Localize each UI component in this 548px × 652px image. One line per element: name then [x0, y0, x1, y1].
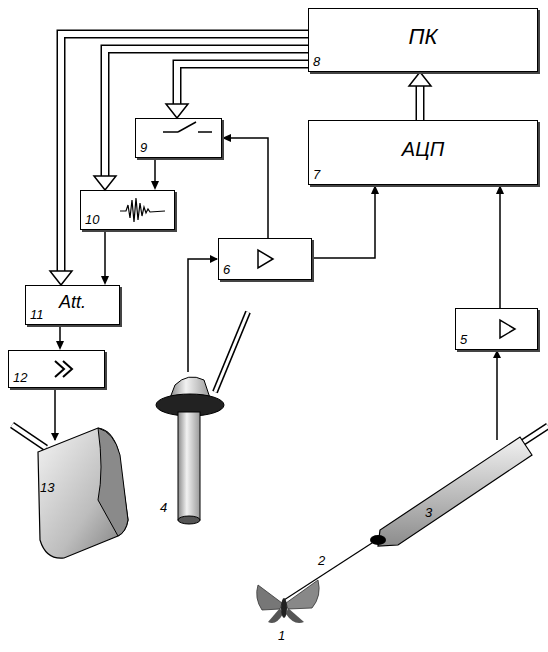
- callout-number: 2: [318, 553, 325, 568]
- callout-number: 11: [30, 307, 44, 322]
- speaker: [12, 425, 128, 558]
- signal-wire: [188, 259, 217, 372]
- callout-number: 12: [13, 370, 27, 385]
- waveform-symbol: [120, 198, 165, 222]
- attenuator-box: 11 Att.: [25, 285, 120, 325]
- callout-number: 8: [313, 54, 320, 69]
- callout-number: 13: [40, 480, 54, 495]
- callout-number: 3: [425, 505, 432, 520]
- callout-number: 4: [160, 500, 167, 515]
- callout-number: 5: [460, 332, 467, 347]
- box-title: Att.: [59, 292, 86, 313]
- moth: [257, 580, 319, 623]
- amplifier-triangle: [500, 320, 515, 338]
- adc-box: 7 АЦП: [308, 120, 538, 185]
- microphone: [156, 312, 248, 524]
- signal-arrow: [101, 230, 109, 285]
- bus-arrow: [166, 64, 308, 118]
- amplifier-chevrons: [55, 361, 72, 377]
- bus-arrow: [50, 34, 308, 285]
- computer-box: 8 ПК: [308, 8, 538, 72]
- amplifier-box: 5: [455, 308, 538, 350]
- callout-number: 1: [278, 628, 285, 643]
- generator-box: 10: [80, 190, 175, 230]
- signal-arrow: [56, 325, 64, 350]
- signal-arrow: [151, 158, 159, 190]
- amplifier-triangle: [258, 250, 273, 268]
- callout-number: 9: [140, 140, 147, 155]
- bus-arrow: [409, 72, 431, 120]
- box-title: АЦП: [402, 138, 444, 161]
- amplifier-box: 12: [8, 350, 105, 388]
- electrode: [370, 426, 548, 546]
- bus-arrow: [94, 49, 308, 190]
- amplifier-box: 6: [218, 238, 312, 280]
- switch-box: 9: [135, 118, 222, 158]
- switch-symbol: [163, 122, 212, 132]
- box-title: ПК: [409, 24, 438, 50]
- electrode-wire: [284, 543, 372, 600]
- signal-arrow: [312, 185, 379, 258]
- signal-arrow: [496, 185, 504, 308]
- callout-number: 7: [313, 167, 320, 182]
- callout-number: 10: [85, 212, 99, 227]
- signal-arrow: [222, 134, 268, 238]
- signal-wire: [54, 389, 56, 440]
- signal-wire: [496, 351, 498, 440]
- callout-number: 6: [223, 262, 230, 277]
